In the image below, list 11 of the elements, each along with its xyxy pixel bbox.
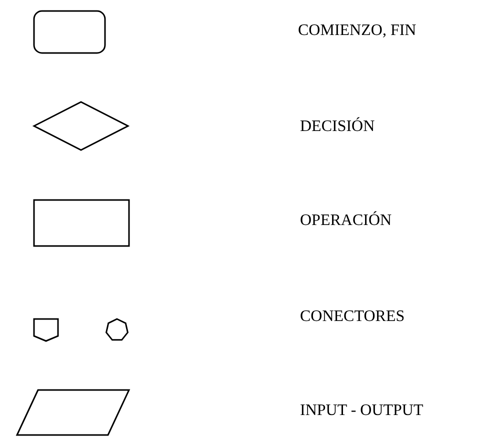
connector-symbol	[105, 318, 129, 342]
symbol-label: OPERACIÓN	[300, 212, 392, 230]
offpage-connector-symbol	[33, 318, 59, 342]
symbol-label: INPUT - OUTPUT	[300, 402, 424, 420]
decision-symbol	[33, 101, 129, 151]
terminal-symbol	[33, 10, 106, 54]
symbol-label: CONECTORES	[300, 308, 405, 326]
process-symbol	[33, 199, 130, 247]
input-output-symbol	[16, 389, 130, 436]
symbol-label: COMIENZO, FIN	[298, 22, 416, 40]
symbol-label: DECISIÓN	[300, 118, 375, 136]
